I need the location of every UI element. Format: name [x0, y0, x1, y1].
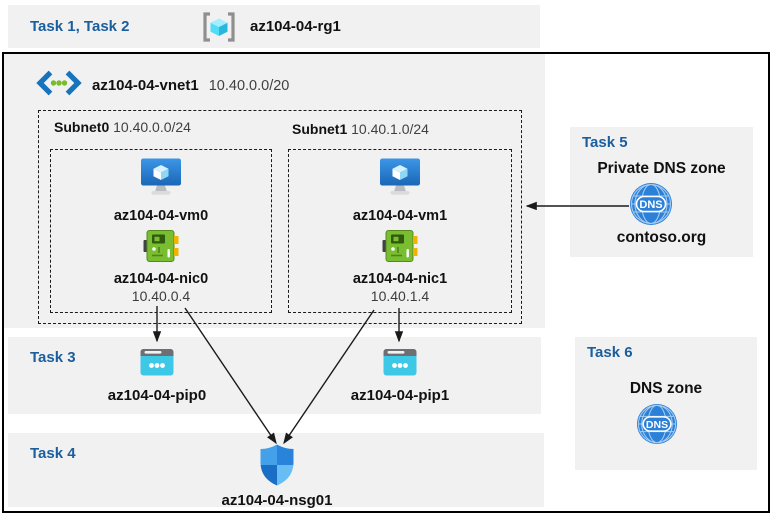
task3-label: Task 3: [30, 349, 76, 366]
task5-box: Task 5 Private DNS zone DNS contoso.org: [570, 127, 753, 257]
subnet0-label: Subnet0 10.40.0.0/24: [54, 119, 191, 135]
subnet1-name: Subnet1: [292, 121, 348, 137]
virtual-machine-icon: [379, 158, 421, 203]
private-dns-zone-title: Private DNS zone: [597, 160, 726, 177]
nsg-name: az104-04-nsg01: [221, 492, 333, 509]
nic0-name: az104-04-nic0: [113, 271, 209, 287]
virtual-network-icon: [36, 70, 82, 101]
pip0-resource: az104-04-pip0: [97, 345, 217, 404]
subnets-outer-boundary: [38, 110, 522, 324]
nsg-resource: az104-04-nsg01: [217, 444, 337, 509]
task5-label: Task 5: [582, 134, 628, 151]
dns-badge-text: DNS: [646, 419, 668, 431]
header-strip: Task 1, Task 2 az104-04-rg1: [8, 5, 540, 48]
network-security-group-icon: [260, 444, 294, 491]
vnet-region: [4, 54, 545, 328]
pip0-name: az104-04-pip0: [107, 387, 207, 404]
resource-group-icon: [202, 12, 236, 47]
public-ip-icon: [382, 345, 418, 384]
subnet1-label: Subnet1 10.40.1.0/24: [292, 121, 429, 137]
network-interface-icon: [382, 229, 418, 268]
pip1-resource: az104-04-pip1: [340, 345, 460, 404]
subnet1-resources: az104-04-vm1 az104-04-nic1 10.40.1.4: [288, 158, 512, 304]
task6-label: Task 6: [587, 344, 633, 361]
vm1-name: az104-04-vm1: [352, 208, 448, 224]
resource-group-name: az104-04-rg1: [250, 18, 341, 35]
dns-zone-title: DNS zone: [629, 380, 703, 397]
tasks-1-2-label: Task 1, Task 2: [30, 18, 130, 35]
virtual-machine-icon: [140, 158, 182, 203]
dns-zone-icon: DNS: [629, 182, 673, 231]
subnet1-box: [288, 149, 512, 313]
subnet0-cidr: 10.40.0.0/24: [113, 119, 191, 135]
subnet0-name: Subnet0: [54, 119, 110, 135]
nic0-ip: 10.40.0.4: [131, 288, 191, 304]
network-interface-icon: [143, 229, 179, 268]
subnet0-box: [50, 149, 272, 313]
dns-badge-text: DNS: [639, 199, 662, 211]
nic1-name: az104-04-nic1: [352, 271, 448, 287]
vnet-cidr: 10.40.0.0/20: [208, 77, 290, 94]
private-dns-zone-name: contoso.org: [616, 229, 707, 246]
pip1-name: az104-04-pip1: [350, 387, 450, 404]
dns-zone-icon: DNS: [636, 403, 678, 450]
public-ip-icon: [139, 345, 175, 384]
nic1-ip: 10.40.1.4: [370, 288, 430, 304]
vnet-header: az104-04-vnet1 10.40.0.0/20: [36, 70, 289, 101]
task3-strip: Task 3: [8, 337, 541, 414]
vnet-name: az104-04-vnet1: [92, 77, 199, 94]
task6-box: Task 6 DNS zone DNS: [575, 337, 757, 470]
subnet1-cidr: 10.40.1.0/24: [351, 121, 429, 137]
resource-group-boundary: [2, 52, 770, 513]
task4-label: Task 4: [30, 445, 76, 462]
vm0-name: az104-04-vm0: [113, 208, 209, 224]
subnet0-resources: az104-04-vm0 az104-04-nic0 10.40.0.4: [50, 158, 272, 304]
